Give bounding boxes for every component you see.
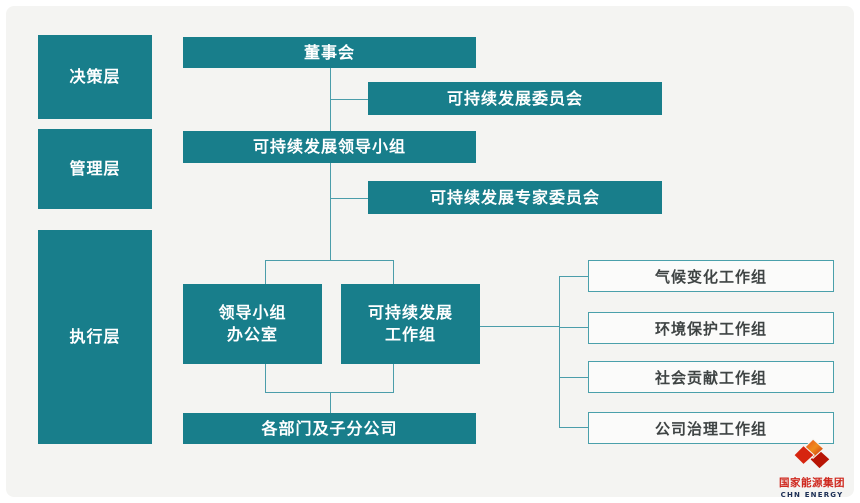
connector-to-departments bbox=[330, 392, 331, 413]
node-board-label: 董事会 bbox=[303, 42, 355, 62]
node-sd-expert-committee-label: 可持续发展专家委员会 bbox=[429, 187, 600, 207]
node-sd-committee-label: 可持续发展委员会 bbox=[446, 88, 583, 108]
layer-label-decision: 决策层 bbox=[69, 67, 121, 86]
chn-energy-logo-icon bbox=[793, 438, 831, 470]
layer-box-execution: 执行层 bbox=[38, 230, 152, 444]
node-departments-label: 各部门及子分公司 bbox=[261, 418, 398, 438]
node-sd-leading-group-label: 可持续发展领导小组 bbox=[252, 137, 406, 156]
node-social-working-group-label: 社会贡献工作组 bbox=[654, 368, 767, 387]
chn-energy-logo-name-cn: 国家能源集团 bbox=[779, 477, 845, 489]
node-sd-leading-group: 可持续发展领导小组 bbox=[183, 131, 476, 163]
node-social-working-group: 社会贡献工作组 bbox=[588, 361, 834, 393]
node-environment-working-group: 环境保护工作组 bbox=[588, 312, 834, 344]
connector-to-sd-expert-committee bbox=[330, 198, 368, 199]
layer-box-management: 管理层 bbox=[38, 129, 152, 209]
node-leading-group-office-line2: 办公室 bbox=[226, 325, 278, 344]
connector-drop-working-group bbox=[393, 260, 394, 284]
connector-office-down bbox=[265, 364, 266, 392]
connector-branch-environment bbox=[559, 327, 588, 328]
connector-split-top bbox=[265, 260, 394, 261]
connector-right-spine bbox=[559, 276, 560, 427]
node-sd-working-group: 可持续发展 工作组 bbox=[341, 284, 480, 364]
node-leading-group-office: 领导小组 办公室 bbox=[183, 284, 322, 364]
node-governance-working-group-label: 公司治理工作组 bbox=[654, 419, 767, 438]
chn-energy-logo: 国家能源集团 CHN ENERGY bbox=[776, 438, 848, 499]
node-leading-group-office-line1: 领导小组 bbox=[218, 303, 287, 322]
connector-working-group-right bbox=[480, 326, 560, 327]
connector-merge-bottom bbox=[265, 392, 394, 393]
layer-box-decision: 决策层 bbox=[38, 35, 152, 119]
node-board: 董事会 bbox=[183, 37, 476, 68]
node-departments: 各部门及子分公司 bbox=[183, 413, 476, 444]
chn-energy-logo-name-en: CHN ENERGY bbox=[780, 491, 844, 499]
node-sd-committee: 可持续发展委员会 bbox=[368, 82, 662, 115]
node-environment-working-group-label: 环境保护工作组 bbox=[654, 319, 767, 338]
layer-label-execution: 执行层 bbox=[69, 327, 121, 346]
connector-to-sd-committee bbox=[330, 99, 368, 100]
connector-drop-office bbox=[265, 260, 266, 284]
node-climate-working-group-label: 气候变化工作组 bbox=[654, 267, 767, 286]
connector-working-group-down bbox=[393, 364, 394, 392]
connector-branch-social bbox=[559, 377, 588, 378]
connector-leading-group-down bbox=[330, 163, 331, 260]
node-governance-working-group: 公司治理工作组 bbox=[588, 412, 834, 444]
connector-branch-climate bbox=[559, 276, 588, 277]
node-sd-expert-committee: 可持续发展专家委员会 bbox=[368, 181, 662, 214]
node-sd-working-group-line2: 工作组 bbox=[384, 325, 436, 344]
node-sd-working-group-line1: 可持续发展 bbox=[367, 303, 453, 322]
layer-label-management: 管理层 bbox=[69, 159, 121, 178]
node-climate-working-group: 气候变化工作组 bbox=[588, 260, 834, 292]
connector-branch-governance bbox=[559, 427, 588, 428]
